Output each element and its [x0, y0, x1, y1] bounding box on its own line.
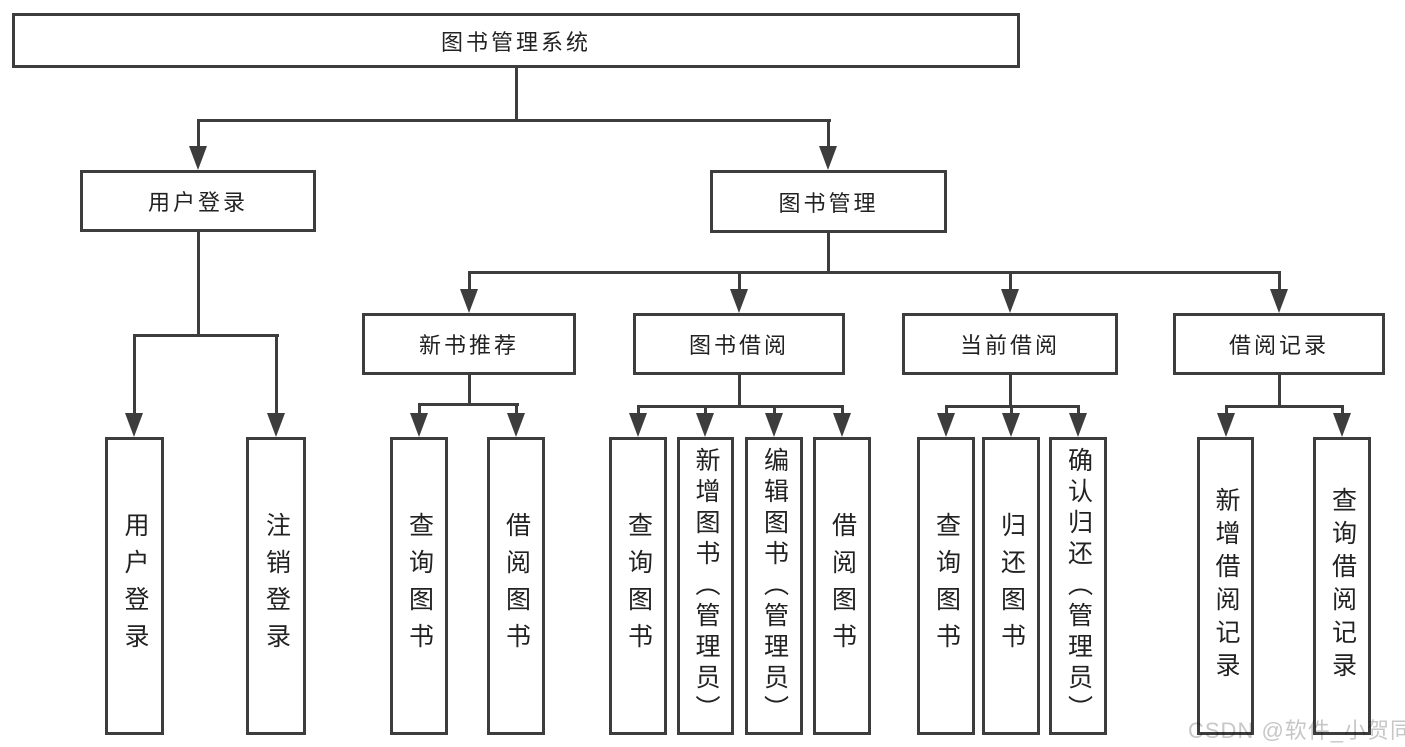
- leaf-borrow-books-2-label: 借阅图书: [828, 512, 857, 660]
- leaf-query-books-current-label: 查询图书: [932, 512, 961, 660]
- connector-segment: [738, 375, 741, 408]
- arrowhead-down-icon: [189, 146, 207, 170]
- connector-segment: [468, 271, 1281, 274]
- connector-segment: [1009, 271, 1012, 291]
- leaf-logout: 注销登录: [246, 437, 306, 735]
- arrowhead-down-icon: [460, 289, 478, 313]
- connector-segment: [468, 271, 471, 291]
- connector-segment: [827, 233, 830, 274]
- arrowhead-down-icon: [937, 413, 955, 437]
- node-book-borrow-label: 图书借阅: [688, 333, 789, 358]
- connector-segment: [1341, 405, 1344, 415]
- leaf-add-borrow-record-label: 新增借阅记录: [1212, 487, 1240, 685]
- connector-segment: [1010, 405, 1013, 415]
- connector-segment: [827, 119, 830, 150]
- leaf-confirm-return-admin-label: 确认归还（管理员）: [1064, 446, 1093, 726]
- leaf-query-books-recommend: 查询图书: [390, 437, 448, 735]
- connector-segment: [1009, 375, 1012, 408]
- leaf-query-books-recommend-label: 查询图书: [405, 512, 434, 660]
- arrowhead-down-icon: [696, 413, 714, 437]
- arrowhead-down-icon: [410, 413, 428, 437]
- connector-segment: [704, 405, 707, 415]
- leaf-add-book-admin: 新增图书（管理员）: [677, 437, 734, 735]
- connector-segment: [133, 334, 136, 415]
- arrowhead-down-icon: [1270, 289, 1288, 313]
- arrowhead-down-icon: [1069, 413, 1087, 437]
- connector-segment: [1278, 375, 1281, 408]
- connector-segment: [773, 405, 776, 415]
- connector-segment: [418, 403, 421, 415]
- leaf-add-book-admin-label: 新增图书（管理员）: [692, 446, 720, 726]
- leaf-query-books-borrow-label: 查询图书: [624, 512, 653, 660]
- leaf-borrow-books-recommend: 借阅图书: [487, 437, 545, 735]
- node-user-login: 用户登录: [80, 170, 316, 232]
- node-new-book-recommend-label: 新书推荐: [418, 333, 519, 358]
- leaf-confirm-return-admin: 确认归还（管理员）: [1049, 437, 1107, 735]
- arrowhead-down-icon: [267, 413, 285, 437]
- node-borrow-records-label: 借阅记录: [1228, 333, 1329, 358]
- node-book-management: 图书管理: [710, 170, 947, 233]
- node-user-login-label: 用户登录: [147, 190, 248, 215]
- node-current-borrow-label: 当前借阅: [959, 333, 1060, 358]
- connector-segment: [945, 405, 948, 415]
- connector-segment: [637, 405, 640, 415]
- connector-segment: [468, 375, 471, 406]
- leaf-user-login-label: 用户登录: [121, 512, 149, 660]
- connector-segment: [1077, 405, 1080, 415]
- csdn-watermark: CSDN @软件_小贺同学: [1188, 718, 1405, 743]
- connector-segment: [197, 119, 831, 122]
- leaf-return-books-label: 归还图书: [997, 512, 1026, 660]
- connector-segment: [637, 405, 844, 408]
- arrowhead-down-icon: [1333, 413, 1351, 437]
- node-borrow-records: 借阅记录: [1173, 313, 1385, 375]
- arrowhead-down-icon: [1001, 289, 1019, 313]
- arrowhead-down-icon: [507, 413, 525, 437]
- connector-segment: [418, 403, 519, 406]
- connector-segment: [841, 405, 844, 415]
- arrowhead-down-icon: [125, 413, 143, 437]
- connector-segment: [1278, 271, 1281, 291]
- leaf-edit-book-admin: 编辑图书（管理员）: [745, 437, 803, 735]
- arrowhead-down-icon: [730, 289, 748, 313]
- arrowhead-down-icon: [833, 413, 851, 437]
- leaf-borrow-books-2: 借阅图书: [813, 437, 871, 735]
- connector-segment: [738, 271, 741, 291]
- connector-segment: [197, 119, 200, 150]
- connector-segment: [1225, 405, 1228, 415]
- connector-segment: [515, 403, 518, 415]
- connector-segment: [1225, 405, 1344, 408]
- arrowhead-down-icon: [629, 413, 647, 437]
- leaf-add-borrow-record: 新增借阅记录: [1197, 437, 1254, 735]
- leaf-query-books-borrow: 查询图书: [609, 437, 667, 735]
- leaf-query-borrow-record-label: 查询借阅记录: [1328, 487, 1357, 685]
- leaf-logout-label: 注销登录: [262, 512, 291, 660]
- node-current-borrow: 当前借阅: [902, 313, 1118, 375]
- leaf-query-borrow-record: 查询借阅记录: [1313, 437, 1371, 735]
- node-book-management-label: 图书管理: [778, 190, 879, 216]
- connector-segment: [275, 334, 278, 415]
- arrowhead-down-icon: [819, 146, 837, 170]
- connector-segment: [133, 334, 279, 337]
- leaf-borrow-books-recommend-label: 借阅图书: [502, 512, 531, 660]
- arrowhead-down-icon: [1217, 413, 1235, 437]
- leaf-return-books: 归还图书: [982, 437, 1040, 735]
- arrowhead-down-icon: [765, 413, 783, 437]
- leaf-edit-book-admin-label: 编辑图书（管理员）: [760, 446, 789, 726]
- arrowhead-down-icon: [1002, 413, 1020, 437]
- node-book-borrow: 图书借阅: [633, 313, 845, 375]
- leaf-query-books-current: 查询图书: [917, 437, 975, 735]
- node-root-label: 图书管理系统: [440, 29, 591, 55]
- leaf-user-login: 用户登录: [105, 437, 164, 735]
- node-root: 图书管理系统: [12, 13, 1020, 68]
- connector-segment: [197, 232, 200, 336]
- node-new-book-recommend: 新书推荐: [362, 313, 576, 375]
- connector-segment: [515, 68, 518, 121]
